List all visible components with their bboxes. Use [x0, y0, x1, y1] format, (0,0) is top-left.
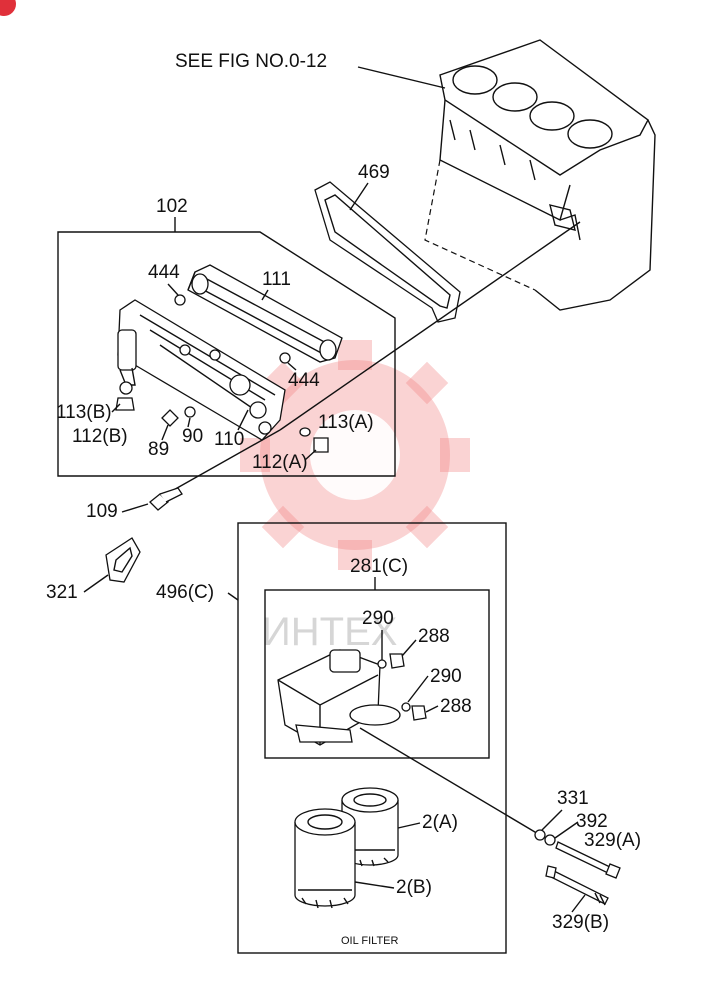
plug-288-upper	[389, 653, 405, 669]
label-469: 469	[358, 162, 390, 183]
gasket-469-drawing	[314, 181, 461, 323]
label-444-lower: 444	[288, 370, 320, 391]
label-444-upper: 444	[148, 262, 180, 283]
label-111: 111	[262, 269, 291, 290]
label-321: 321	[46, 582, 78, 603]
watermark-text: ИНТЕХ	[262, 610, 397, 654]
label-110: 110	[214, 429, 244, 450]
plug-112a	[313, 437, 329, 453]
corner-logo-icon	[0, 0, 16, 16]
label-288-lower: 288	[440, 696, 472, 717]
label-2b: 2(B)	[396, 877, 432, 898]
oil-filter-2b	[294, 808, 356, 909]
bolt-109	[149, 487, 183, 511]
washer-90	[184, 406, 196, 418]
label-329a: 329(A)	[584, 830, 641, 851]
label-112a: 112(A)	[252, 452, 308, 473]
label-109: 109	[86, 501, 118, 522]
oil-filter-caption: OIL FILTER	[341, 935, 399, 947]
bolt-329a	[555, 841, 621, 879]
gasket-321	[105, 537, 141, 583]
label-290-lower: 290	[430, 666, 462, 687]
washer-113b	[119, 381, 133, 395]
label-281c: 281(C)	[350, 556, 408, 577]
label-329b: 329(B)	[552, 912, 609, 933]
oring-290-upper	[377, 659, 387, 669]
label-288-upper: 288	[418, 626, 450, 647]
box-281c-outline	[264, 589, 490, 759]
bolt-89	[161, 409, 179, 427]
label-90: 90	[182, 426, 203, 447]
bolt-329b	[545, 865, 609, 906]
oring-113a	[299, 427, 311, 437]
label-102: 102	[156, 196, 188, 217]
box-102-outline	[57, 231, 396, 477]
oil-filter-head-drawing	[277, 649, 401, 746]
oil-cooler-body-110	[117, 299, 286, 441]
label-113a: 113(A)	[318, 412, 374, 433]
oring-290-lower	[401, 702, 411, 712]
plug-112b	[115, 397, 135, 411]
washer-392	[544, 834, 556, 846]
see-fig-reference: SEE FIG NO.0-12	[175, 51, 327, 72]
washer-331	[534, 829, 546, 841]
label-89: 89	[148, 439, 169, 460]
label-496c: 496(C)	[156, 582, 214, 603]
label-392: 392	[576, 811, 608, 832]
engine-block-drawing	[424, 39, 656, 311]
oring-444-lower	[279, 352, 291, 364]
plug-288-lower	[411, 705, 427, 721]
box-496c-outline	[237, 522, 507, 954]
oring-444-upper	[174, 294, 186, 306]
label-113b: 113(B)	[56, 402, 112, 423]
label-112b: 112(B)	[72, 426, 128, 447]
oil-cooler-element-111	[187, 264, 343, 363]
label-290-upper: 290	[362, 608, 394, 629]
label-2a: 2(A)	[422, 812, 458, 833]
label-331: 331	[557, 788, 589, 809]
